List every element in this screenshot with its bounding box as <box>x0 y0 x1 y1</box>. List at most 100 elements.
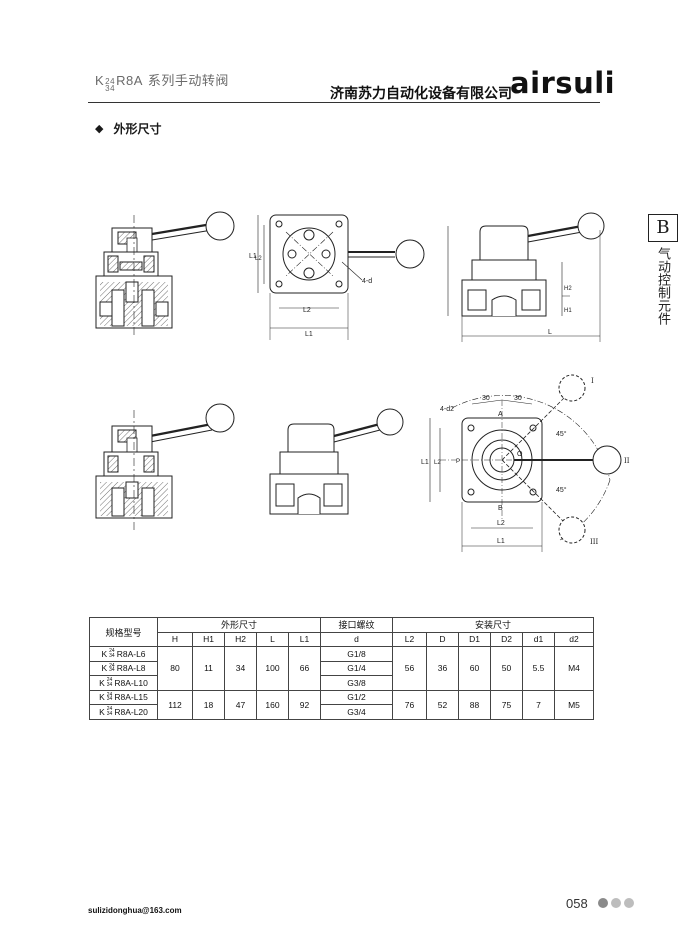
value-d1: 7 <box>522 689 555 720</box>
section-view-top <box>95 211 235 338</box>
header-mount: 安装尺寸 <box>392 617 594 633</box>
side-tab-letter: B <box>648 214 678 242</box>
value-l: 160 <box>256 689 289 720</box>
side-tab-text: 气动控制元件 <box>656 247 671 325</box>
col-l1: L1 <box>288 631 321 647</box>
company-name: 济南苏力自动化设备有限公司 <box>330 85 512 101</box>
dim-l2-bottom: L2 <box>303 307 311 314</box>
value-d2: M4 <box>554 646 594 691</box>
dim-h1: H1 <box>564 308 572 314</box>
value-thread: G3/4 <box>320 704 393 720</box>
port-a-label: A <box>498 411 503 418</box>
dim-l1-rot-side: L1 <box>421 459 429 466</box>
col-d-big: D <box>426 631 459 647</box>
series-title: K 24 34 R8A 系列手动转阀 <box>95 70 229 93</box>
position-3-label: III <box>590 538 599 546</box>
value-h1: 18 <box>192 689 225 720</box>
angle-left-label: 30 <box>482 395 490 402</box>
port-b-label: B <box>498 505 503 512</box>
section-title: 外形尺寸 <box>113 122 162 136</box>
page-dots <box>598 898 634 908</box>
col-l: L <box>256 631 289 647</box>
position-1-label: I <box>591 377 594 385</box>
table-header-row-1: 规格型号 外形尺寸 接口螺纹 安装尺寸 <box>89 617 594 647</box>
dot-icon <box>624 898 634 908</box>
value-thread: G1/2 <box>320 689 393 705</box>
side-view-top <box>447 212 605 342</box>
dim-l1-bottom: L1 <box>305 331 313 338</box>
dim-hole2-label: 4-d2 <box>440 406 454 413</box>
value-d2-big: 75 <box>490 689 523 720</box>
value-d1-big: 88 <box>458 689 491 720</box>
col-d2-big: D2 <box>490 631 523 647</box>
value-thread: G1/8 <box>320 646 393 662</box>
section-view-bottom <box>95 403 235 530</box>
value-h: 80 <box>157 646 193 691</box>
dot-icon <box>611 898 621 908</box>
value-h2: 34 <box>224 646 257 691</box>
series-index: 24 34 <box>105 77 116 93</box>
header-model: 规格型号 <box>89 617 158 647</box>
diamond-bullet-icon: ◆ <box>95 123 104 135</box>
value-d-big: 52 <box>426 689 459 720</box>
dim-l2-side: L2 <box>255 256 262 262</box>
value-d2-big: 50 <box>490 646 523 691</box>
series-name: 系列手动转阀 <box>147 73 229 88</box>
dim-l2-rot-bottom: L2 <box>497 520 505 527</box>
front-view-bottom <box>269 408 404 515</box>
value-l1: 66 <box>288 646 321 691</box>
value-d1: 5.5 <box>522 646 555 691</box>
col-d1: d1 <box>522 631 555 647</box>
value-l1: 92 <box>288 689 321 720</box>
value-l2: 56 <box>392 646 427 691</box>
page-number: 058 <box>566 896 588 911</box>
angle-lower-label: 45° <box>556 486 567 494</box>
angle-right-label: 30 <box>514 395 522 402</box>
col-d1-big: D1 <box>458 631 491 647</box>
value-d2: M5 <box>554 689 594 720</box>
position-2-label: II <box>624 457 630 465</box>
col-d: d <box>320 631 393 647</box>
brand-logo: airsuli <box>510 66 616 100</box>
series-k: K <box>95 73 105 88</box>
dim-l2-rot-side: L2 <box>434 460 441 466</box>
angle-upper-label: 45° <box>556 430 567 438</box>
dimension-drawings: L1 L2 L2 L1 4-d H1 H2 L <box>95 211 630 552</box>
header-rule <box>88 102 600 103</box>
col-l2: L2 <box>392 631 427 647</box>
dim-l1-side: L1 <box>249 253 257 260</box>
dim-l1-rot-bottom: L1 <box>497 538 505 545</box>
section-heading: ◆ 外形尺寸 <box>95 120 161 137</box>
value-thread: G1/4 <box>320 660 393 676</box>
header-outline: 外形尺寸 <box>157 617 321 633</box>
port-p-label: P <box>456 459 460 465</box>
value-h1: 11 <box>192 646 225 691</box>
table-header-row-2: H H1 H2 L L1 d L2 D D1 D2 d1 d2 <box>90 631 594 647</box>
footer-email: sulizidonghua@163.com <box>88 906 182 915</box>
rotation-view <box>429 374 622 552</box>
spec-table: 规格型号 外形尺寸 接口螺纹 安装尺寸 H H1 H2 L L1 d L2 D … <box>89 617 594 720</box>
col-d2: d2 <box>554 631 594 647</box>
dim-l: L <box>548 329 552 336</box>
value-l: 100 <box>256 646 289 691</box>
value-d-big: 36 <box>426 646 459 691</box>
dim-h2: H2 <box>564 286 572 292</box>
value-l2: 76 <box>392 689 427 720</box>
top-plate-view <box>257 214 425 340</box>
value-d1-big: 60 <box>458 646 491 691</box>
dot-icon <box>598 898 608 908</box>
port-o-label: O <box>517 451 523 458</box>
header-port: 接口螺纹 <box>320 617 393 633</box>
col-h1: H1 <box>192 631 225 647</box>
col-h2: H2 <box>224 631 257 647</box>
value-thread: G3/8 <box>320 675 393 691</box>
value-h2: 47 <box>224 689 257 720</box>
